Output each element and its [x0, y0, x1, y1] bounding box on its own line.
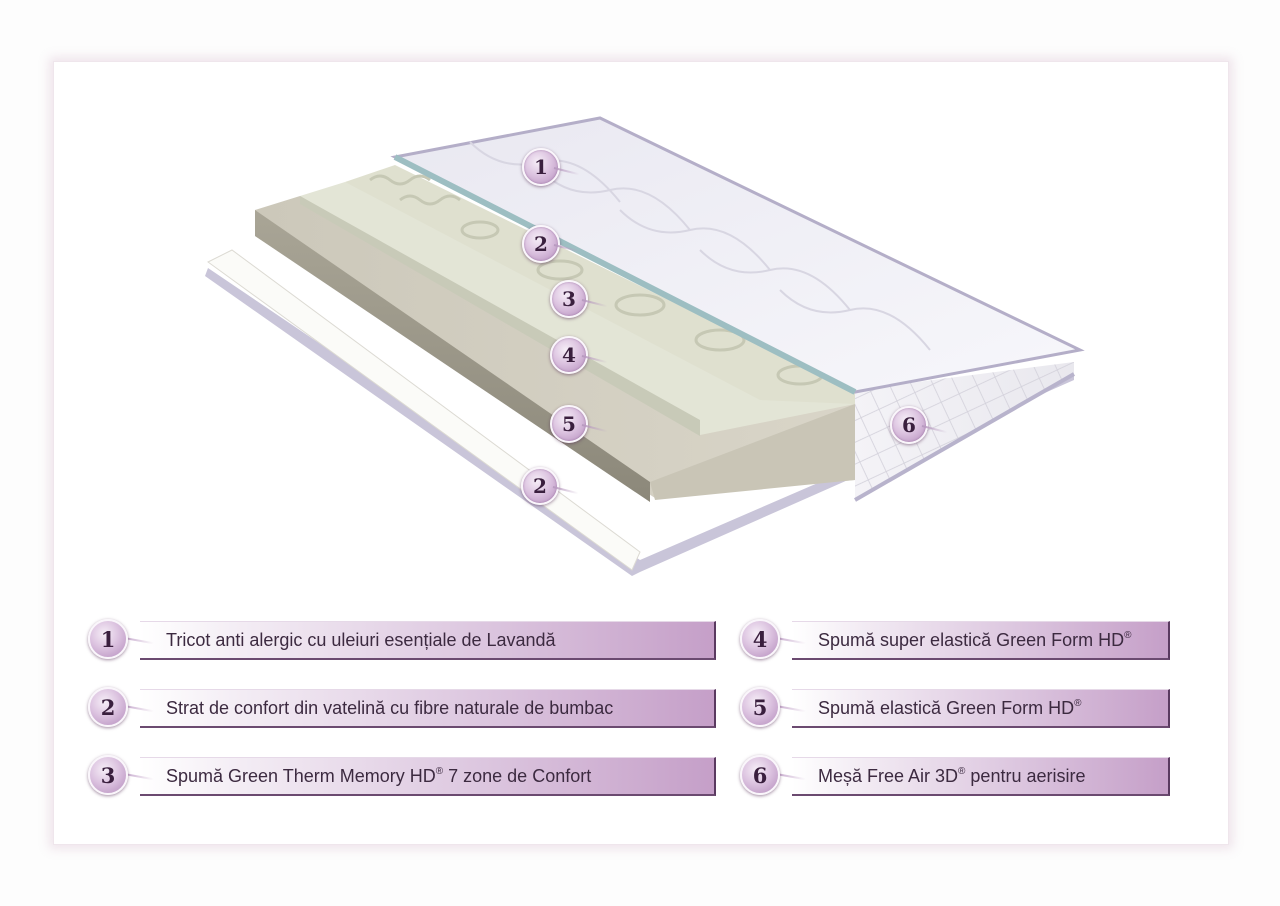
registered-mark: ® [958, 765, 966, 777]
legend-item: Tricot anti alergic cu uleiuri esențiale… [88, 619, 716, 661]
memory-foam-layer-3 [345, 165, 855, 404]
registered-mark: ® [435, 765, 444, 777]
legend-item: Spumă elastică Green Form HD® 5 [740, 687, 1170, 729]
legend-item: Spumă Green Therm Memory HD® 7 zone de C… [88, 755, 716, 797]
diagram-badge: 4 [550, 336, 588, 374]
diagram-badge: 6 [890, 406, 928, 444]
legend-bar: Spumă elastică Green Form HD® [792, 689, 1170, 728]
legend-item: Strat de confort din vatelină cu fibre n… [88, 687, 716, 729]
legend-bar: Strat de confort din vatelină cu fibre n… [140, 689, 716, 728]
diagram-badge: 1 [522, 148, 560, 186]
legend-badge: 5 [740, 687, 780, 727]
legend-bar: Tricot anti alergic cu uleiuri esențiale… [140, 621, 716, 660]
legend-badge: 3 [88, 755, 128, 795]
legend-badge: 2 [88, 687, 128, 727]
legend-item: Spumă super elastică Green Form HD® 4 [740, 619, 1170, 661]
legend-badge: 1 [88, 619, 128, 659]
diagram-badge: 5 [550, 405, 588, 443]
side-mesh-layer [854, 362, 1075, 502]
top-cover-layer [390, 116, 1085, 395]
registered-mark: ® [1074, 697, 1082, 709]
legend-text: Meșă Free Air 3D® pentru aerisire [818, 765, 1086, 786]
diagram-badge: 2 [522, 225, 560, 263]
legend-bar: Spumă super elastică Green Form HD® [792, 621, 1170, 660]
legend-bar: Spumă Green Therm Memory HD® 7 zone de C… [140, 757, 716, 796]
legend-text: Spumă elastică Green Form HD® [818, 697, 1082, 718]
legend-text: Tricot anti alergic cu uleiuri esențiale… [166, 629, 556, 650]
legend-badge: 6 [740, 755, 780, 795]
legend-text: Strat de confort din vatelină cu fibre n… [166, 697, 614, 718]
diagram-badge: 2 [521, 467, 559, 505]
legend-text: Spumă super elastică Green Form HD® [818, 629, 1132, 650]
diagram-badge: 3 [550, 280, 588, 318]
legend-bar: Meșă Free Air 3D® pentru aerisire [792, 757, 1170, 796]
legend-badge: 4 [740, 619, 780, 659]
registered-mark: ® [1124, 629, 1132, 641]
legend-item: Meșă Free Air 3D® pentru aerisire 6 [740, 755, 1170, 797]
legend-text: Spumă Green Therm Memory HD® 7 zone de C… [166, 765, 592, 786]
